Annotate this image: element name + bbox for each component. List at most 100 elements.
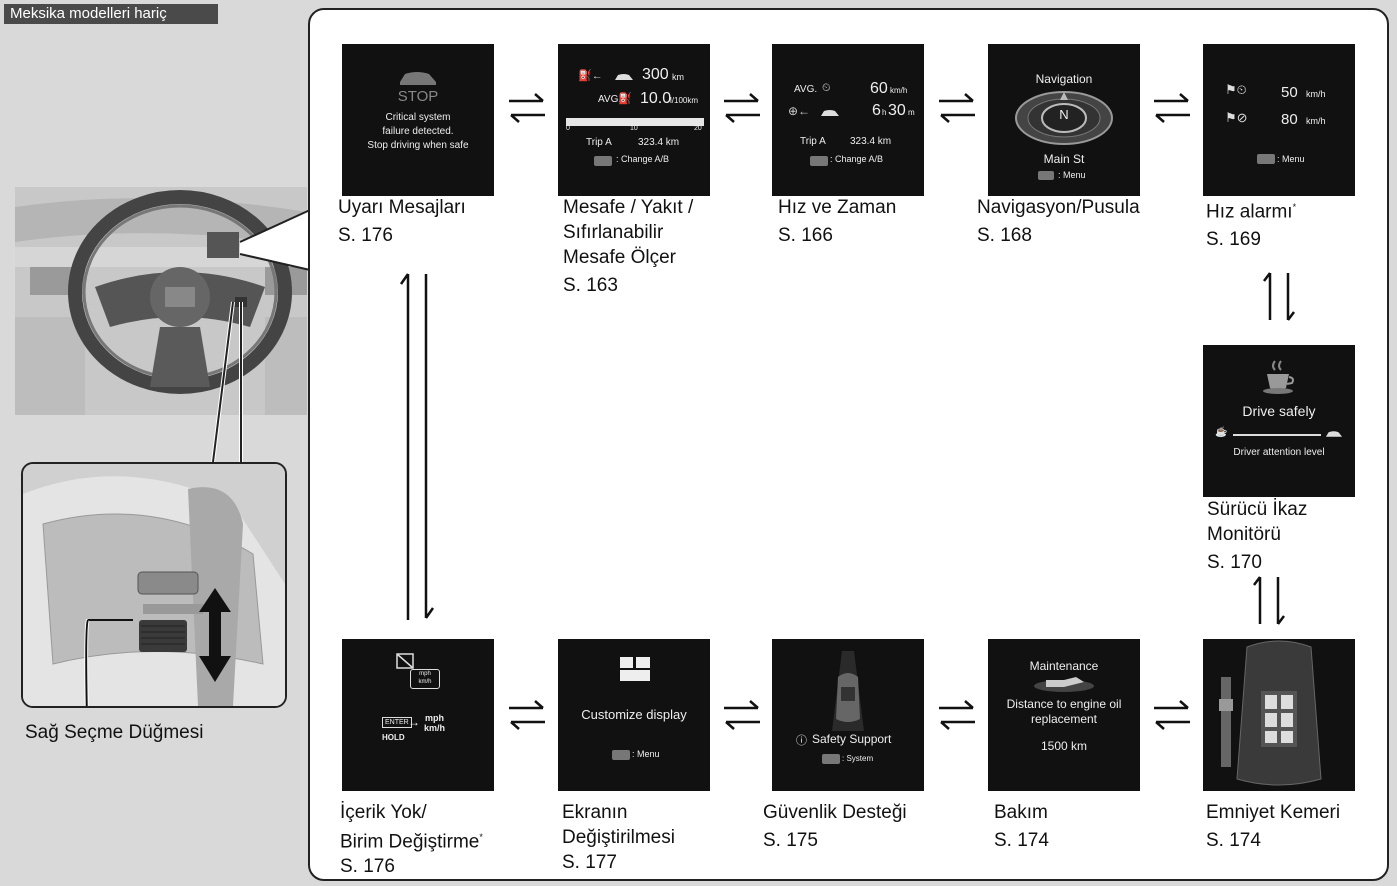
caption-title-2: Monitörü (1207, 522, 1307, 547)
swap-arrow (935, 90, 979, 126)
hold-text: HOLD (382, 733, 405, 742)
change-text: : Change A/B (830, 154, 883, 164)
range-screen: ⛽← 300 km AVG. ⛽ 10.0 l/100km 0 10 20 Tr… (558, 44, 710, 196)
unit-kmh: km/h (411, 678, 439, 686)
system-text: : System (842, 754, 873, 763)
button-icon (1038, 171, 1054, 180)
caption-warning: Uyarı Mesajları S. 176 (338, 195, 466, 248)
swap-arrow (935, 697, 979, 733)
menu-text: : Menu (1277, 154, 1305, 164)
button-icon (594, 156, 612, 166)
speed-time-screen: AVG. ⏲ 60 km/h ⊕← 6 h 30 m Trip A 323.4 … (772, 44, 924, 196)
warning-line1: Critical system (342, 111, 494, 125)
selector-closeup (21, 462, 287, 708)
stop-text: STOP (342, 88, 494, 105)
customize-icon (618, 655, 652, 683)
hours-value: 6 (872, 102, 881, 120)
caption-speed: Hız ve Zaman S. 166 (778, 195, 896, 248)
caption-title: Mesafe / Yakıt / (563, 195, 693, 220)
unit-toggle: mph km/h (424, 713, 445, 733)
alarm1-value: 50 (1281, 84, 1298, 101)
page-ref: S. 163 (563, 273, 693, 298)
selector-label: Sağ Seçme Düğmesi (25, 720, 203, 745)
caption-attention: Sürücü İkaz Monitörü S. 170 (1207, 497, 1307, 575)
range-unit: km (672, 72, 684, 82)
trip-value: 323.4 km (850, 136, 891, 147)
caption-title: Güvenlik Desteği (763, 800, 907, 825)
fuel-gauge-icon: ⛽ (618, 92, 632, 105)
caption-title: Ekranın (562, 800, 675, 825)
speed-alarm-screen: ⚑⏲ 50 km/h ⚑⊘ 80 km/h : Menu (1203, 44, 1355, 196)
compass-direction: N (988, 107, 1140, 122)
change-text: : Change A/B (616, 154, 669, 164)
minutes-value: 30 (888, 102, 906, 120)
maintenance-title: Maintenance (988, 659, 1140, 673)
speed-unit: km/h (890, 86, 907, 95)
scale-20: 20 (694, 125, 702, 132)
speed-alarm-off-icon: ⚑⊘ (1225, 110, 1248, 126)
unit-toggle-kmh: km/h (424, 723, 445, 733)
maintenance-line1: Distance to engine oil (988, 697, 1140, 712)
unit-badge: mph km/h (410, 669, 440, 689)
navigation-screen: Navigation N Main St : Menu (988, 44, 1140, 196)
unit-toggle-mph: mph (424, 713, 445, 723)
menu-text: : Menu (632, 749, 660, 759)
caption-title: Hız alarmı (1206, 201, 1293, 222)
button-icon (1257, 154, 1275, 164)
menu-text: : Menu (1058, 170, 1086, 180)
swap-arrow (1150, 697, 1194, 733)
caption-range: Mesafe / Yakıt / Sıfırlanabilir Mesafe Ö… (563, 195, 693, 298)
caption-maintenance: Bakım S. 174 (994, 800, 1049, 853)
button-icon (612, 750, 630, 760)
caption-title-2: Birim Değiştirme (340, 831, 479, 852)
caption-customize: Ekranın Değiştirilmesi S. 177 (562, 800, 675, 875)
avg-unit: l/100km (670, 96, 698, 105)
alarm2-unit: km/h (1306, 116, 1326, 126)
cup-small-icon: ☕ (1215, 427, 1227, 438)
alarm1-unit: km/h (1306, 89, 1326, 99)
zoom-line (205, 300, 250, 470)
street-name: Main St (988, 152, 1140, 166)
page-ref: S. 169 (1206, 227, 1296, 252)
no-content-icon (396, 653, 414, 669)
speed-alarm-icon: ⚑⏲ (1225, 82, 1247, 98)
car-icon (397, 68, 439, 88)
safety-support-screen: ⓘ Safety Support : System (772, 639, 924, 791)
button-icon (822, 754, 840, 764)
nav-title: Navigation (988, 72, 1140, 86)
maintenance-value: 1500 km (988, 739, 1140, 753)
fuel-pump-icon: ⛽← (578, 69, 603, 82)
warning-line3: Stop driving when safe (342, 139, 494, 153)
driver-attention-screen: Drive safely ☕ Driver attention level (1203, 345, 1355, 497)
caption-title: Hız ve Zaman (778, 195, 896, 220)
attention-subtitle: Driver attention level (1203, 447, 1355, 458)
vertical-swap-arrow (396, 268, 440, 624)
safety-title: Safety Support (812, 732, 891, 746)
arrow-right-icon: → (408, 715, 420, 729)
caption-title: Sürücü İkaz (1207, 497, 1307, 522)
caption-title-2: Değiştirilmesi (562, 825, 675, 850)
range-value: 300 (642, 66, 669, 84)
caption-title: İçerik Yok/ (340, 800, 483, 825)
caption-seatbelt: Emniyet Kemeri S. 174 (1206, 800, 1340, 853)
footnote-star: * (479, 832, 483, 842)
caption-safety: Güvenlik Desteği S. 175 (763, 800, 907, 853)
seatbelt-screen (1203, 639, 1355, 791)
scale-10: 10 (630, 125, 638, 132)
trip-label: Trip A (586, 137, 612, 148)
swap-arrow (1150, 90, 1194, 126)
car-side-icon (820, 108, 840, 118)
car-topview-icon (824, 647, 872, 733)
caption-speedalarm: Hız alarmı* S. 169 (1206, 195, 1296, 252)
page-ref: S. 176 (340, 854, 483, 879)
page-ref: S. 176 (338, 223, 466, 248)
attention-title: Drive safely (1203, 403, 1355, 419)
scale-0: 0 (566, 125, 570, 132)
avg-value: 10.0 (640, 90, 671, 108)
speed-value: 60 (870, 80, 888, 98)
seatbelt-car-icon (1203, 639, 1355, 791)
alarm2-value: 80 (1281, 111, 1298, 128)
caption-title-2: Sıfırlanabilir (563, 220, 693, 245)
coffee-cup-icon (1261, 359, 1297, 395)
caption-units: İçerik Yok/ Birim Değiştirme* S. 176 (340, 800, 483, 879)
